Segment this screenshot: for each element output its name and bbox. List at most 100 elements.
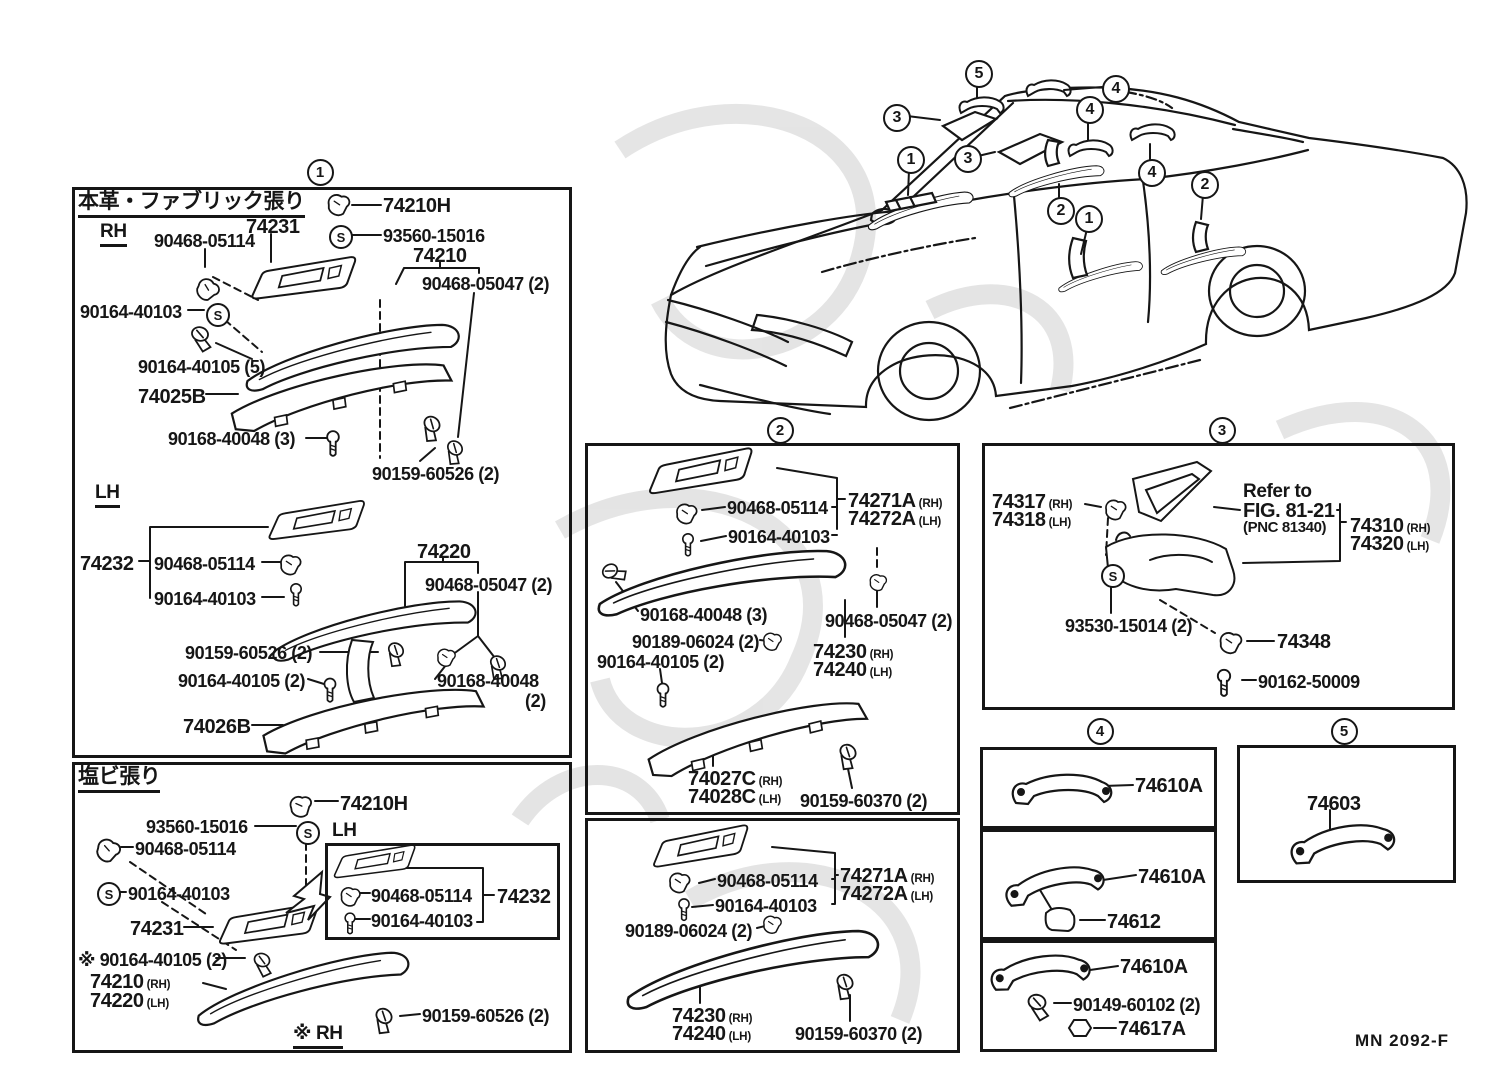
part-label-90468-05047-2: 90468-05047 (2)	[425, 575, 553, 595]
part-label-74318: 74318(LH)	[992, 509, 1072, 531]
part-label-90164-40105-2: ※ 90164-40105 (2)	[78, 950, 227, 970]
s-standard-part-icon: S	[97, 882, 121, 906]
part-label-90164-40103: 90164-40103	[715, 896, 817, 916]
part-label-90149-60102-2: 90149-60102 (2)	[1073, 995, 1201, 1015]
part-label-90164-40103: 90164-40103	[728, 527, 830, 547]
part-label-74272a: 74272A(LH)	[840, 883, 934, 905]
leather-fabric-section-box	[72, 187, 572, 758]
part-label-90189-06024-2: 90189-06024 (2)	[625, 921, 753, 941]
part-label-74220: 74220	[417, 541, 471, 563]
part-label-90159-60370-2: 90159-60370 (2)	[800, 791, 928, 811]
part-label-74610a: 74610A	[1120, 956, 1188, 978]
car-callout-4: 4	[1076, 96, 1104, 124]
section-marker-5: 5	[1330, 717, 1358, 745]
part-label-90468-05114: 90468-05114	[135, 839, 236, 859]
part-label-90164-40103: 90164-40103	[371, 911, 473, 931]
section2-lower-box	[585, 818, 960, 1053]
vinyl-lh-sub-box	[325, 843, 560, 940]
lh-heading: LH	[95, 483, 120, 508]
section4-grip-diagram	[988, 773, 1397, 1037]
part-label-90164-40103: 90164-40103	[80, 302, 182, 322]
vinyl-section-box	[72, 762, 572, 1053]
part-label-74231: 74231	[246, 216, 300, 238]
part-label-90164-40105-2: 90164-40105 (2)	[178, 671, 306, 691]
part-label-74310: 74310(RH)	[1350, 515, 1431, 537]
fig-reference: FIG. 81-21	[1243, 500, 1335, 522]
section3-visor-diagram	[1084, 460, 1347, 697]
part-label-90168-40048-3: 90168-40048 (3)	[168, 429, 296, 449]
section-vinyl-title: 塩ビ張り	[78, 766, 161, 793]
part-label-74231: 74231	[130, 918, 184, 940]
section2-upper-diagram	[594, 446, 1151, 789]
part-label-90164-40105-5: 90164-40105 (5)	[138, 357, 266, 377]
car-callout-4: 4	[1138, 159, 1166, 187]
part-label-93560-15016: 93560-15016	[383, 226, 485, 246]
part-label-93530-15014-2: 93530-15014 (2)	[1065, 616, 1193, 636]
part-label-74240: 74240(LH)	[672, 1023, 752, 1045]
car-callout-2: 2	[1047, 197, 1075, 225]
part-label-74348: 74348	[1277, 631, 1331, 653]
part-label-90164-40105-2: 90164-40105 (2)	[597, 652, 725, 672]
part-label-74027c: 74027C(RH)	[688, 768, 783, 790]
part-label-90468-05114: 90468-05114	[727, 498, 828, 518]
refer-to-note: Refer to	[1243, 481, 1312, 502]
section2-upper-box	[585, 443, 960, 815]
car-callout-1: 1	[1075, 205, 1103, 233]
part-label-74603: 74603	[1307, 793, 1361, 815]
part-label-74612: 74612	[1107, 911, 1161, 933]
part-label-90168-40048: 90168-40048	[437, 671, 539, 691]
car-illustration	[664, 79, 1468, 422]
section-marker-1: 1	[306, 158, 334, 186]
car-callout-2: 2	[1191, 171, 1219, 199]
part-label-74272a: 74272A(LH)	[848, 508, 942, 530]
rh-heading: RH	[100, 222, 127, 247]
s-standard-part-icon: S	[296, 821, 320, 845]
lh-heading-vinyl: LH	[332, 820, 357, 841]
part-label-74271a: 74271A(RH)	[840, 865, 935, 887]
section4-box-top	[980, 747, 1217, 829]
part-label-74610a: 74610A	[1138, 866, 1206, 888]
section-leather-fabric-title: 本革・ファブリック張り	[78, 191, 305, 218]
part-label-74220: 74220(LH)	[90, 990, 170, 1012]
part-label-90164-40103: 90164-40103	[128, 884, 230, 904]
car-callout-5: 5	[965, 60, 993, 88]
s-standard-part-icon: S	[1101, 564, 1125, 588]
car-callout-4: 4	[1102, 75, 1130, 103]
section4-box-bottom	[980, 940, 1217, 1052]
part-label-90159-60526-2: 90159-60526 (2)	[372, 464, 500, 484]
vinyl-diagram	[94, 793, 495, 1038]
drawing-number: MN 2092-F	[1355, 1031, 1450, 1050]
section5-box	[1237, 745, 1456, 883]
part-label-90468-05047-2: 90468-05047 (2)	[422, 274, 550, 294]
part-label-90468-05114: 90468-05114	[154, 231, 255, 251]
part-label-74028c: 74028C(LH)	[688, 786, 782, 808]
leather-fabric-diagram	[138, 194, 513, 757]
section4-box-middle	[980, 829, 1217, 940]
part-label-2: (2)	[525, 691, 546, 711]
part-label-90168-40048-3: 90168-40048 (3)	[640, 605, 768, 625]
part-label-74240: 74240(LH)	[813, 659, 893, 681]
part-label-74317: 74317(RH)	[992, 491, 1073, 513]
section3-box	[982, 443, 1455, 710]
section-marker-3: 3	[1208, 416, 1236, 444]
part-label-90468-05114: 90468-05114	[371, 886, 472, 906]
part-label-90159-60370-2: 90159-60370 (2)	[795, 1024, 923, 1044]
car-callout-1: 1	[897, 146, 925, 174]
part-label-74232: 74232	[80, 553, 134, 575]
part-label-74610a: 74610A	[1135, 775, 1203, 797]
part-label-74210h: 74210H	[383, 195, 451, 217]
car-callout-3: 3	[954, 145, 982, 173]
part-label-74026b: 74026B	[183, 716, 251, 738]
part-label-74210: 74210(RH)	[90, 971, 171, 993]
watermark-pattern	[511, 103, 1451, 1024]
part-label-90468-05114: 90468-05114	[154, 554, 255, 574]
part-label-90159-60526-2: 90159-60526 (2)	[422, 1006, 550, 1026]
part-label-74230: 74230(RH)	[672, 1005, 753, 1027]
part-label-90468-05047-2: 90468-05047 (2)	[825, 611, 953, 631]
part-label-74230: 74230(RH)	[813, 641, 894, 663]
section-marker-4: 4	[1086, 717, 1114, 745]
part-label-74271a: 74271A(RH)	[848, 490, 943, 512]
part-label-90162-50009: 90162-50009	[1258, 672, 1360, 692]
